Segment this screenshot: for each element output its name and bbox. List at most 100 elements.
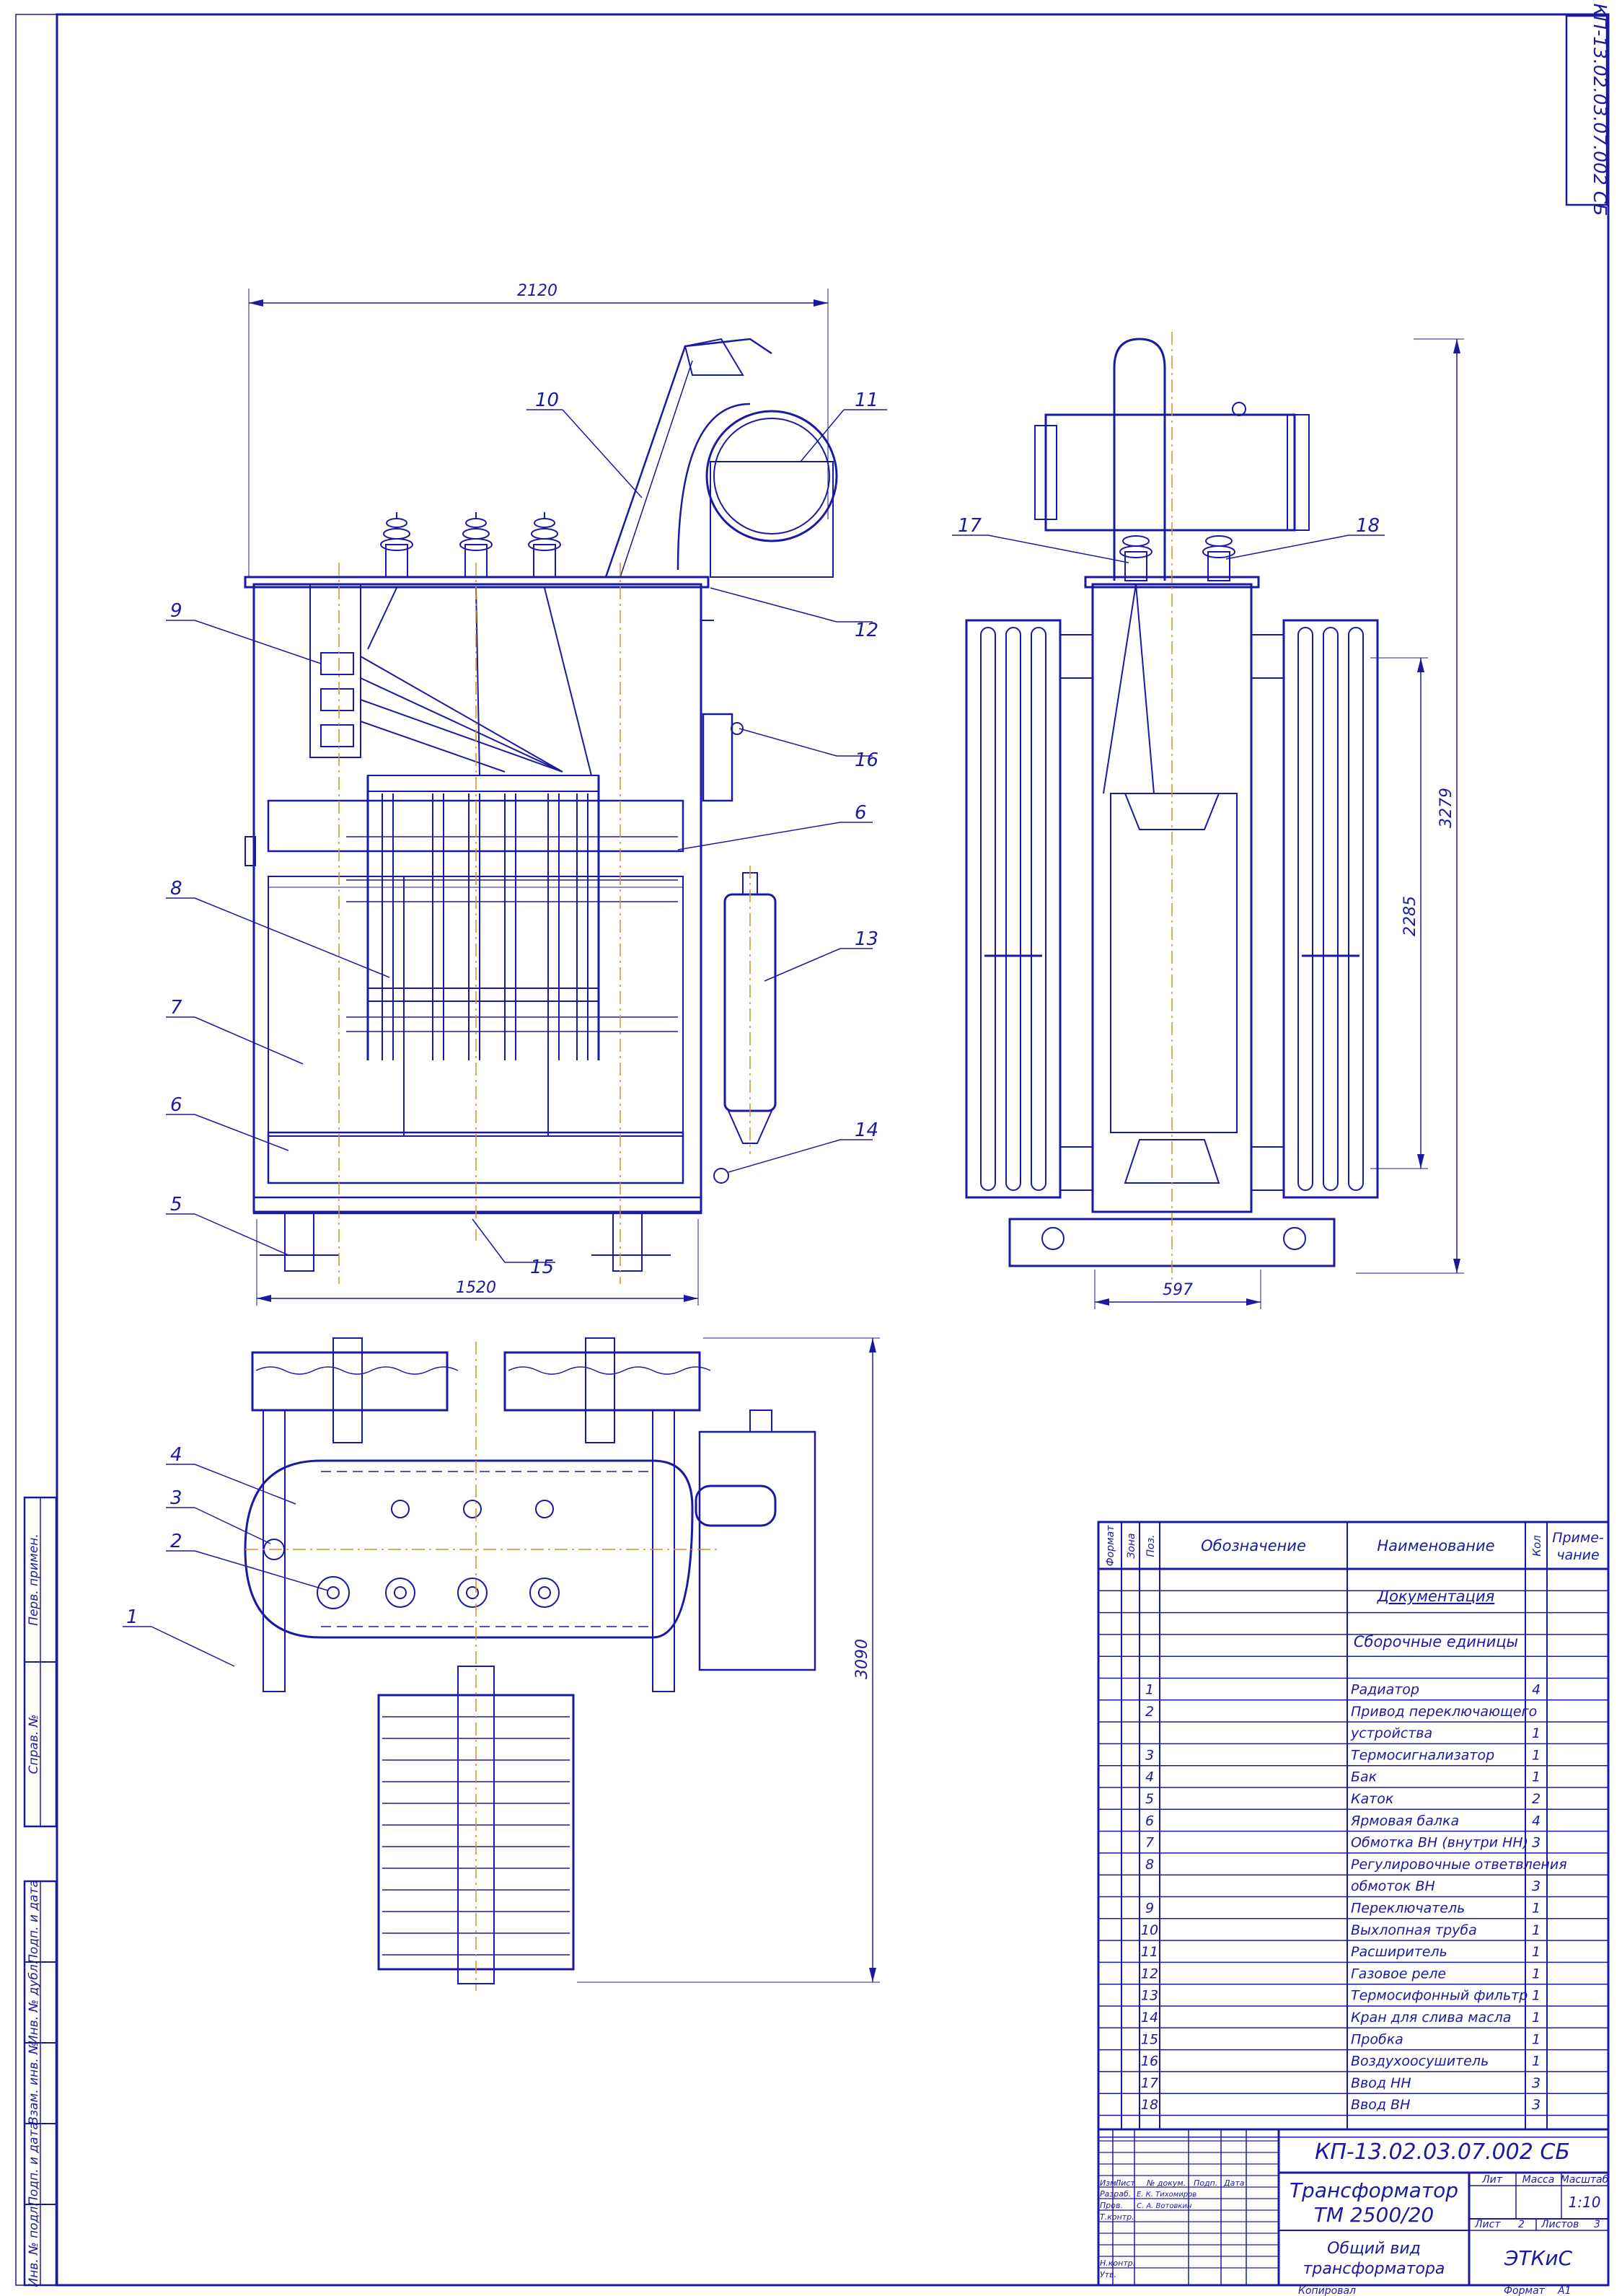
callout-front-15: 15 <box>530 1257 554 1278</box>
bom-row-pos: 1 <box>1145 1682 1154 1698</box>
bom-header-zone: Зона <box>1126 1533 1137 1558</box>
title-block-code: КП-13.02.03.07.002 СБ <box>1315 2139 1570 2165</box>
bom-row-name: Термосигнализатор <box>1351 1747 1494 1763</box>
bom-row-name: Кран для слива масла <box>1351 2010 1511 2026</box>
inner-frame <box>56 13 1610 2287</box>
product-name-line2: ТМ 2500/20 <box>1314 2203 1434 2227</box>
callout-plan-4: 4 <box>170 1444 182 1466</box>
bom-row-qty: 3 <box>1532 1835 1541 1851</box>
stamp-tkontr: Т.контр. <box>1100 2212 1134 2222</box>
bom-row-pos: 8 <box>1145 1857 1154 1873</box>
bom-row-qty: 1 <box>1532 1922 1541 1938</box>
bom-row-name: Воздухоосушитель <box>1351 2054 1489 2070</box>
bom-row-qty: 3 <box>1532 2075 1541 2091</box>
stamp-razrab-name: Е. К. Тихомиров <box>1137 2191 1196 2199</box>
bom-row-name: устройства <box>1350 1725 1432 1741</box>
bom-row-pos: 9 <box>1145 1901 1154 1917</box>
stamp-razrab: Разраб. <box>1100 2189 1131 2199</box>
bom-row-pos: 17 <box>1141 2075 1158 2091</box>
bom-row-qty: 1 <box>1532 1944 1541 1960</box>
bom-row-qty: 1 <box>1532 1901 1541 1917</box>
sheet-number: 2 <box>1518 2219 1525 2230</box>
bom-row-name: Выхлопная труба <box>1351 1922 1477 1938</box>
bom-row-qty: 1 <box>1532 2031 1541 2047</box>
title-block: Изм. Лист № докум. Подп. Дата Разраб. Е.… <box>1097 2128 1610 2296</box>
bom-table: Формат Зона Поз. Обозначение Наименовани… <box>1097 1521 1610 2138</box>
stamp-doc-no: № докум. <box>1146 2178 1186 2188</box>
sheet-label: Лист <box>1474 2219 1501 2230</box>
dim-side-inner: 2285 <box>1401 896 1419 936</box>
bom-section-docs: Документация <box>1377 1588 1495 1605</box>
mass-label: Масса <box>1522 2174 1555 2186</box>
bom-header-format: Формат <box>1105 1525 1116 1567</box>
bom-row-name: Каток <box>1351 1791 1394 1807</box>
bom-row-name: обмоток ВН <box>1351 1878 1435 1894</box>
dim-plan-depth: 3090 <box>853 1639 871 1679</box>
bom-row-name: Пробка <box>1351 2031 1403 2047</box>
bom-row-qty: 1 <box>1532 2010 1541 2026</box>
callout-front-13: 13 <box>855 928 878 950</box>
callout-front-10: 10 <box>535 390 559 411</box>
callout-front-16: 16 <box>855 749 878 771</box>
bom-row-pos: 3 <box>1145 1747 1154 1763</box>
bom-header-designation: Обозначение <box>1201 1537 1306 1554</box>
format-label: Формат <box>1504 2285 1546 2296</box>
bom-row-qty: 1 <box>1532 2054 1541 2070</box>
bom-row-name: Термосифонный фильтр <box>1351 1988 1528 2004</box>
format-value: А1 <box>1557 2285 1571 2296</box>
bom-row-pos: 10 <box>1141 1922 1158 1938</box>
front-view: 2120 <box>166 282 887 1306</box>
bom-row-name: Расширитель <box>1351 1944 1447 1960</box>
dim-side-base: 597 <box>1163 1281 1193 1299</box>
scale-value: 1:10 <box>1569 2194 1601 2211</box>
bom-header-note-1: Приме- <box>1552 1530 1604 1546</box>
callout-front-5: 5 <box>170 1194 182 1215</box>
bom-row-name: Ввод ВН <box>1351 2097 1410 2113</box>
stamp-date: Дата <box>1223 2178 1245 2188</box>
bom-row-pos: 15 <box>1141 2031 1158 2047</box>
bom-row-name: Ввод НН <box>1351 2075 1411 2091</box>
bom-row-qty: 1 <box>1532 1747 1541 1763</box>
callout-plan-1: 1 <box>126 1606 138 1628</box>
bom-row-qty: 2 <box>1532 1791 1541 1807</box>
bom-row-qty: 1 <box>1532 1725 1541 1741</box>
strip-label-repl-inv: Взам. инв. № <box>27 2041 41 2124</box>
bom-row-name: Бак <box>1351 1769 1378 1785</box>
callout-front-11: 11 <box>855 390 878 411</box>
lit-label: Лит <box>1481 2174 1503 2186</box>
stamp-sign: Подп. <box>1194 2178 1217 2188</box>
bom-row-name: Переключатель <box>1351 1901 1465 1917</box>
corner-code-box: КП-13.02.03.07.002 СБ <box>1565 4 1610 216</box>
strip-label-first-use: Перв. примен. <box>27 1534 41 1626</box>
callout-front-8: 8 <box>170 878 182 900</box>
callout-plan-2: 2 <box>170 1531 182 1552</box>
callout-front-9: 9 <box>170 600 182 622</box>
callout-side-18: 18 <box>1356 515 1380 537</box>
callout-plan-3: 3 <box>170 1487 182 1509</box>
strip-label-sign-date-1: Подп. и дата <box>27 1880 41 1963</box>
callout-front-6-bottom: 6 <box>170 1094 182 1116</box>
bom-row-pos: 13 <box>1141 1988 1158 2004</box>
side-view: 3279 2285 597 17 18 <box>952 332 1464 1309</box>
bom-header-note-2: чание <box>1556 1547 1599 1563</box>
bom-row-qty: 1 <box>1532 1988 1541 2004</box>
bom-row-pos: 14 <box>1141 2010 1158 2026</box>
bom-row-qty: 4 <box>1532 1682 1541 1698</box>
bom-row-qty: 3 <box>1532 1878 1541 1894</box>
dim-side-height: 3279 <box>1437 788 1455 828</box>
stamp-utv: Утв. <box>1100 2270 1116 2279</box>
strip-label-sign-date-2: Подп. и дата <box>27 2122 41 2206</box>
bom-header-pos: Поз. <box>1145 1535 1157 1557</box>
stamp-prov-name: С. А. Вотовкин <box>1137 2202 1192 2210</box>
copied-label: Копировал <box>1298 2285 1356 2296</box>
strip-label-dup-inv: Инв. № дубл. <box>27 1961 41 2044</box>
product-name-line1: Трансформатор <box>1290 2178 1458 2202</box>
callout-front-7: 7 <box>170 997 182 1019</box>
callout-front-12: 12 <box>855 620 878 641</box>
callout-front-6-top: 6 <box>855 802 867 824</box>
bom-section-units: Сборочные единицы <box>1354 1633 1518 1650</box>
callout-side-17: 17 <box>958 515 982 537</box>
dim-front-base: 1520 <box>456 1279 496 1297</box>
bom-row-qty: 1 <box>1532 1966 1541 1981</box>
bom-row-qty: 4 <box>1532 1813 1541 1829</box>
